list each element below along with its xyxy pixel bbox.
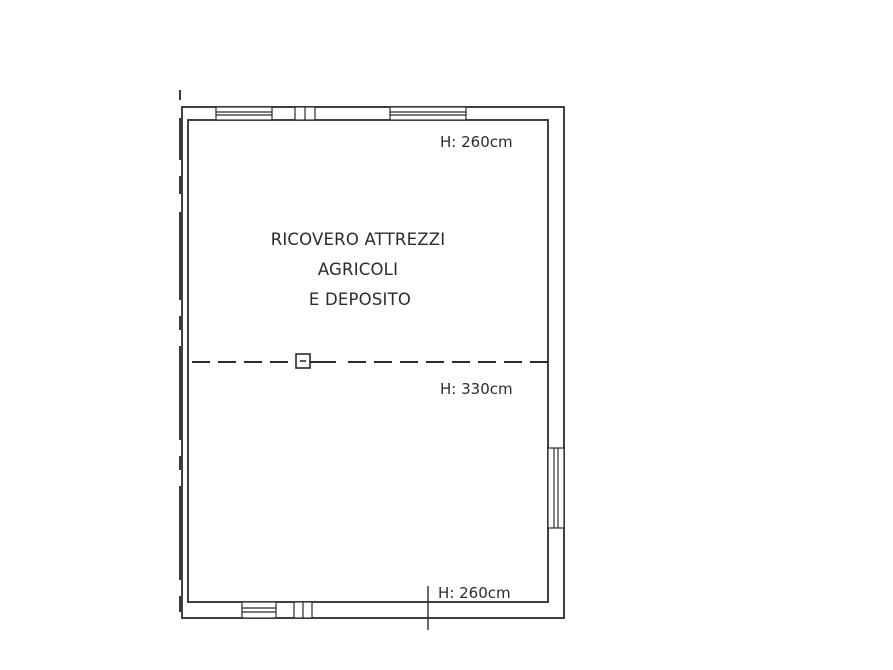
top-wall-windows (215, 106, 467, 121)
window-top-right (389, 106, 467, 121)
wall-outer-outline (181, 106, 565, 619)
room-name-line-3: E DEPOSITO (309, 290, 411, 309)
height-label-top: H: 260cm (440, 133, 513, 151)
window-right (547, 447, 565, 529)
bottom-wall-windows (241, 601, 313, 619)
window-top-left (215, 106, 273, 121)
door-frame-top (294, 106, 316, 121)
room-name-line-2: AGRICOLI (318, 260, 398, 279)
room-name-line-1: RICOVERO ATTREZZI (271, 230, 446, 249)
window-bottom-left (241, 601, 277, 619)
fixture-symbol (295, 353, 311, 369)
height-label-middle: H: 330cm (440, 380, 513, 398)
height-label-bottom: H: 260cm (438, 584, 511, 602)
door-frame-bottom (293, 601, 313, 619)
